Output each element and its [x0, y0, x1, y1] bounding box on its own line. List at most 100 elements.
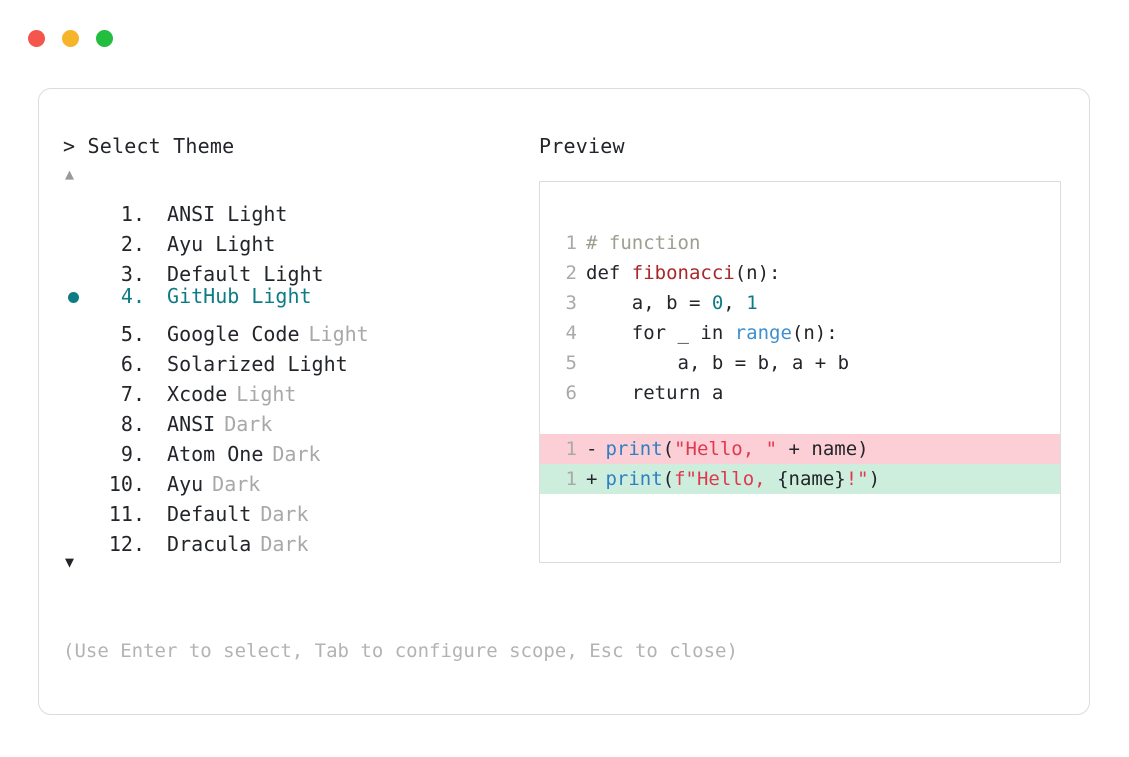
theme-item-variant: Dark [224, 412, 273, 436]
line-number: 5 [565, 352, 577, 374]
selection-bullet-cell [63, 491, 97, 521]
theme-item-index: 12. [108, 532, 145, 556]
line-number: 2 [565, 262, 577, 284]
theme-item-spacer [145, 499, 167, 529]
theme-item-index: 2. [120, 232, 145, 256]
selection-bullet-cell [63, 191, 97, 221]
code-token: , [723, 292, 747, 314]
diff-line-content: print("Hello, " + name) [605, 434, 868, 464]
code-token: "Hello, " [674, 438, 778, 460]
code-token: def [586, 262, 632, 284]
theme-item-name: Default Light [167, 262, 324, 286]
line-number: 1 [565, 232, 577, 254]
code-token: {name} [777, 468, 846, 490]
theme-list-item[interactable]: 2. Ayu Light [63, 221, 533, 256]
theme-item-name: Dracula [167, 532, 252, 556]
code-token: a, b = [586, 292, 712, 314]
theme-item-spacer [145, 349, 167, 379]
theme-item-spacer [145, 529, 167, 559]
diff-sign: - [586, 438, 598, 460]
minimize-window-button[interactable] [62, 30, 79, 47]
code-line: 5 a, b = b, a + b [540, 348, 1060, 378]
diff-removed-line: 1-print("Hello, " + name) [540, 434, 1060, 464]
selection-bullet-cell [63, 311, 97, 341]
theme-item-variant: Dark [212, 472, 261, 496]
code-token: !" [845, 468, 869, 490]
maximize-window-button[interactable] [96, 30, 113, 47]
selection-bullet-cell [63, 371, 97, 401]
close-window-button[interactable] [28, 30, 45, 47]
keyboard-hint: (Use Enter to select, Tab to configure s… [63, 640, 738, 662]
code-token: print [605, 438, 663, 460]
code-token: print [605, 468, 663, 490]
window-traffic-lights [28, 30, 113, 47]
code-token: (n): [791, 322, 838, 344]
scroll-up-arrow-icon[interactable]: ▲ [65, 165, 75, 183]
theme-item-name: ANSI Light [167, 202, 288, 226]
code-token: ) [868, 468, 881, 490]
theme-list-item[interactable]: 6. Solarized Light [63, 341, 533, 376]
selection-bullet-cell [63, 251, 97, 281]
selection-bullet-cell [63, 461, 97, 491]
code-token: 1 [746, 292, 758, 314]
theme-item-name: Google Code [167, 322, 300, 346]
code-token: range [734, 322, 792, 344]
theme-item-index: 5. [120, 322, 145, 346]
theme-item-spacer [145, 409, 167, 439]
theme-item-spacer [145, 379, 167, 409]
theme-item-variant: Dark [260, 502, 309, 526]
code-token: return a [586, 382, 724, 404]
theme-list-item[interactable]: 3. Default Light [63, 251, 533, 286]
diff-added-line: 1+print(f"Hello, {name}!") [540, 464, 1060, 494]
theme-list-item[interactable]: 1. ANSI Light [63, 191, 533, 226]
theme-list-item[interactable]: 5. Google Code Light [63, 311, 533, 346]
theme-item-name: Xcode [167, 382, 228, 406]
theme-item-name: Ayu Light [167, 232, 276, 256]
selection-bullet-cell [63, 431, 97, 461]
theme-item-spacer [145, 229, 167, 259]
line-number: 3 [565, 292, 577, 314]
theme-item-variant: Light [308, 322, 369, 346]
code-line-content: def fibonacci(n): [586, 258, 780, 288]
code-line-content: return a [586, 378, 724, 408]
code-line-content: for _ in range(n): [586, 318, 838, 348]
code-token: 0 [711, 292, 724, 314]
theme-item-spacer [145, 199, 167, 229]
diff-line-content: print(f"Hello, {name}!") [605, 464, 880, 494]
code-line: 4 for _ in range(n): [540, 318, 1060, 348]
theme-item-spacer [145, 319, 167, 349]
selection-bullet-cell [63, 341, 97, 371]
theme-item-index: 3. [120, 262, 145, 286]
line-number: 1 [565, 468, 577, 490]
code-token: ( [662, 468, 675, 490]
code-token: ( [662, 438, 675, 460]
code-line: 6 return a [540, 378, 1060, 408]
theme-item-name: Atom One [167, 442, 264, 466]
select-theme-prompt: > Select Theme [63, 134, 235, 158]
code-line-content: a, b = b, a + b [586, 348, 850, 378]
code-line: 3 a, b = 0, 1 [540, 288, 1060, 318]
code-token: # function [586, 232, 701, 254]
diff-sample: 1-print("Hello, " + name)1+print(f"Hello… [540, 434, 1060, 494]
code-token: f"Hello, [674, 468, 778, 490]
theme-item-index: 1. [120, 202, 145, 226]
theme-list-item[interactable]: 4. GitHub Light [63, 281, 533, 311]
scroll-down-arrow-icon[interactable]: ▼ [65, 553, 75, 571]
theme-item-spacer [145, 469, 167, 499]
theme-item-index: 9. [120, 442, 145, 466]
code-line: 1 # function [540, 228, 1060, 258]
code-line-content: # function [586, 228, 700, 258]
theme-item-index: 7. [120, 382, 145, 406]
theme-item-name: Solarized Light [167, 352, 348, 376]
